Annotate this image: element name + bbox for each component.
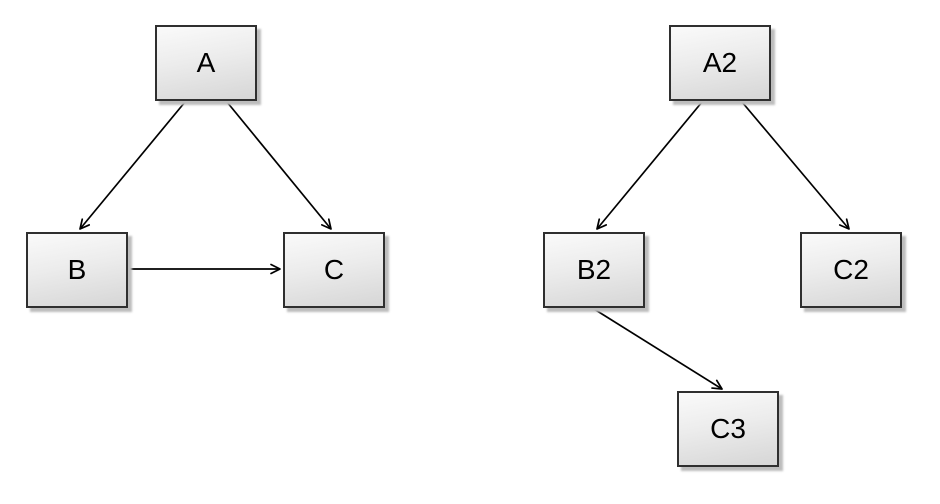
edge-B2-C3 bbox=[593, 308, 723, 390]
edge-A2-B2 bbox=[596, 101, 703, 230]
node-label: A bbox=[196, 47, 216, 78]
node-label: A2 bbox=[702, 47, 738, 78]
node-label: C3 bbox=[710, 413, 746, 444]
edge-A-B bbox=[79, 101, 186, 230]
node-C2: C2 bbox=[800, 232, 902, 308]
node-label: B2 bbox=[576, 254, 612, 285]
node-C3: C3 bbox=[677, 391, 779, 467]
node-A: A bbox=[155, 25, 257, 101]
node-label: C2 bbox=[833, 254, 869, 285]
edge-A-C bbox=[226, 101, 332, 230]
node-C: C bbox=[283, 232, 385, 308]
node-B: B bbox=[26, 232, 128, 308]
node-label: C bbox=[323, 254, 345, 285]
node-label: B bbox=[67, 254, 87, 285]
edge-A2-C2 bbox=[741, 101, 850, 230]
node-A2: A2 bbox=[669, 25, 771, 101]
node-B2: B2 bbox=[543, 232, 645, 308]
